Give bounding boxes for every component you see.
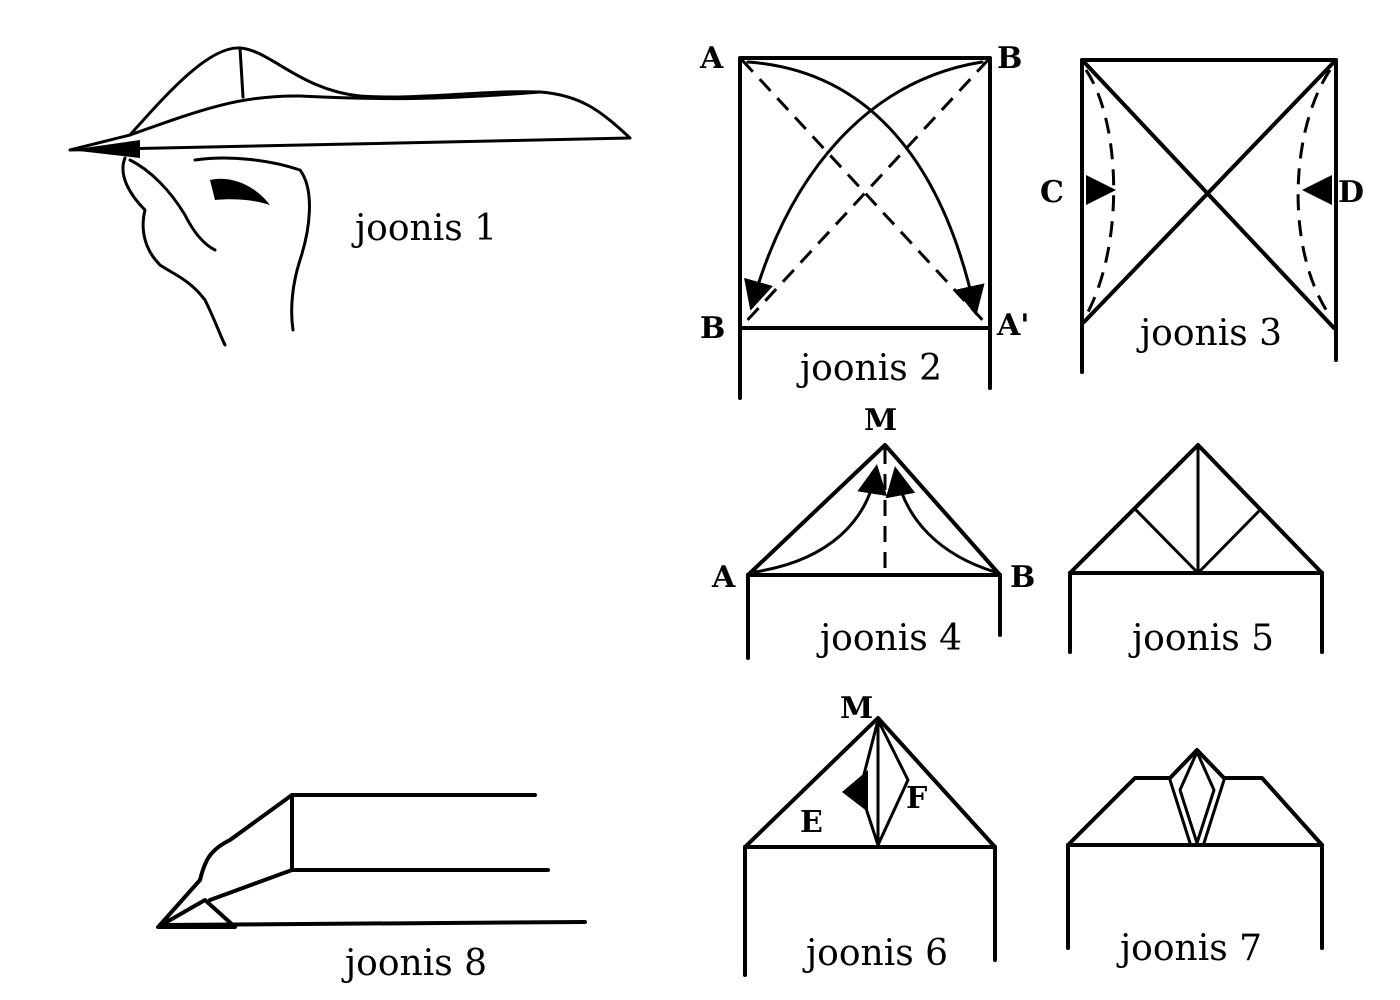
figure-3-caption: joonis 3	[1136, 313, 1282, 354]
figure-6-caption: joonis 6	[802, 933, 948, 974]
triangle-fold-step	[746, 443, 1002, 660]
plane-side-view	[156, 793, 587, 929]
point-label-d: D	[1338, 175, 1364, 210]
figure-5: joonis 5	[1068, 443, 1324, 659]
figure-2: A B B A' joonis 2	[699, 41, 1029, 400]
point-label-b: B	[1010, 560, 1035, 595]
figure-2-caption: joonis 2	[796, 348, 942, 389]
figure-4: M A B joonis 4	[711, 403, 1035, 660]
point-label-m: M	[864, 403, 897, 438]
folded-triangle	[1068, 443, 1324, 654]
figure-7: joonis 7	[1066, 748, 1324, 969]
point-label-b: B	[997, 41, 1022, 76]
figure-4-caption: joonis 4	[816, 618, 962, 659]
point-label-c: C	[1040, 175, 1064, 210]
figure-1: joonis 1	[68, 46, 632, 347]
hand-with-plane-drawing	[68, 46, 632, 347]
point-label-a: A	[711, 560, 736, 595]
point-label-a: A	[699, 41, 724, 76]
point-label-b-folded: B	[700, 311, 725, 346]
figure-8-caption: joonis 8	[341, 943, 487, 984]
square-with-creases	[1080, 58, 1338, 374]
figure-6: M E F joonis 6	[743, 691, 997, 977]
finished-nose-shape	[1066, 748, 1324, 950]
figure-1-caption: joonis 1	[351, 208, 497, 249]
figure-5-caption: joonis 5	[1128, 618, 1274, 659]
figure-3: C D joonis 3	[1040, 58, 1364, 374]
point-label-f: F	[906, 781, 927, 816]
figure-7-caption: joonis 7	[1116, 928, 1262, 969]
figure-8: joonis 8	[156, 793, 587, 984]
point-label-m: M	[840, 691, 873, 726]
point-label-a-prime: A'	[996, 308, 1029, 343]
nose-fold-step	[743, 716, 997, 977]
point-label-e: E	[800, 805, 823, 840]
square-with-diagonal-folds	[738, 56, 992, 400]
